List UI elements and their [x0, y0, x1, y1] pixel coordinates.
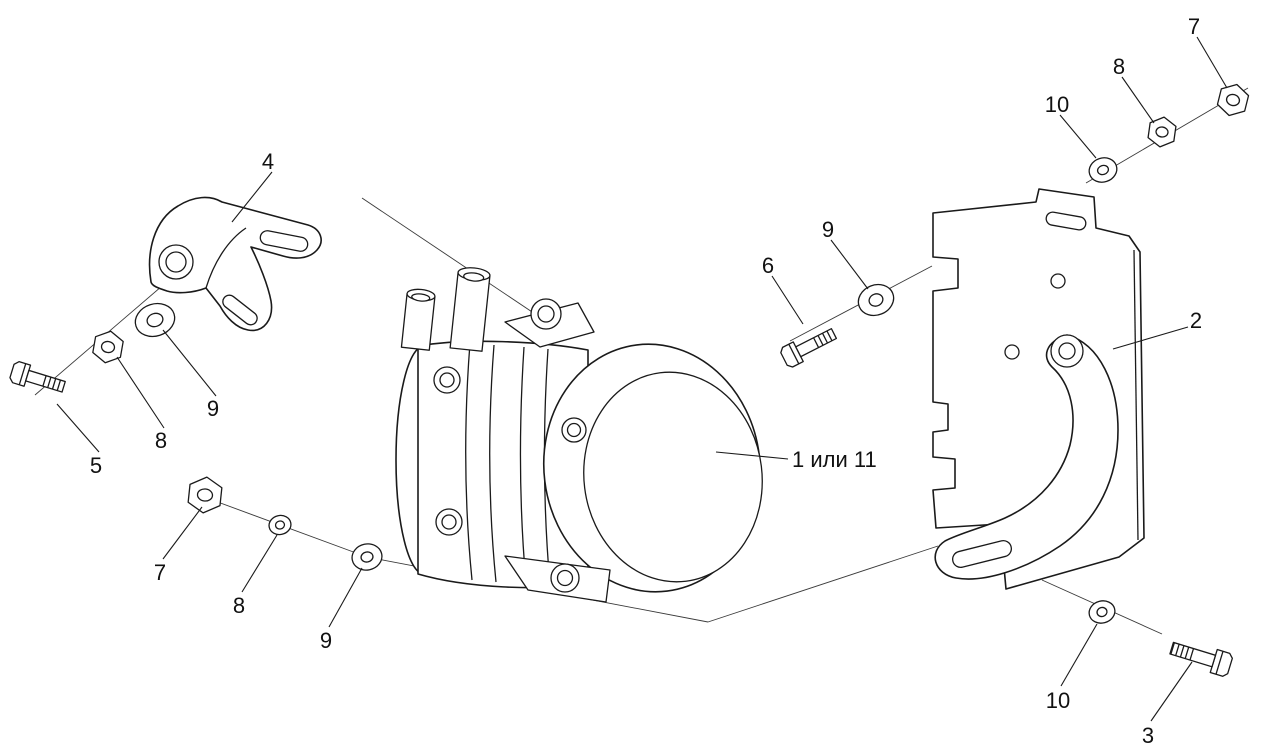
callout-9-left: 9	[207, 396, 219, 421]
bracket-2-arm-slot	[952, 540, 1012, 568]
compressor-port-large	[449, 267, 491, 352]
callout-2: 2	[1190, 308, 1202, 333]
part-nut-7-topright	[1216, 83, 1250, 117]
callout-1-or-11: 1 или 11	[792, 447, 877, 472]
part-washer-9-lower	[351, 543, 383, 571]
part-washer-9-right	[857, 283, 895, 317]
bracket-2-hole-b	[1004, 344, 1020, 360]
callout-6: 6	[762, 253, 774, 278]
compressor-port-small	[400, 288, 436, 351]
callout-10-bottom: 10	[1046, 688, 1070, 713]
callout-9-right: 9	[822, 217, 834, 242]
bracket-4-slot-lower	[222, 294, 258, 326]
part-nut-8-left	[92, 330, 124, 364]
compressor-clutch-face	[583, 371, 763, 583]
bracket-2-boss-hole	[1058, 342, 1076, 360]
part-bolt-6	[780, 328, 838, 368]
callout-10-top: 10	[1045, 92, 1069, 117]
bracket-2-slot-top	[1045, 211, 1087, 231]
part-washer-10-bottom	[1088, 600, 1116, 624]
part-washer-10-top	[1088, 157, 1118, 183]
bracket-2-curved-arm	[934, 334, 1119, 580]
part-nut-7-left	[187, 476, 223, 514]
part-bracket-2	[932, 188, 1145, 590]
callout-8-topright: 8	[1113, 54, 1125, 79]
part-nut-8-topright	[1147, 116, 1177, 148]
callout-8-lower: 8	[233, 593, 245, 618]
callout-labels: 4 5 8 9 7 8 9 1 или 11 6 9 10 8 7 2 10 3	[90, 14, 1202, 748]
part-compressor-1-11	[395, 267, 763, 603]
callout-3: 3	[1142, 723, 1154, 748]
bracket-4-hole	[165, 251, 187, 273]
callout-7-left: 7	[154, 560, 166, 585]
callout-5: 5	[90, 453, 102, 478]
part-washer-8-lower	[268, 514, 292, 536]
callout-8-left: 8	[155, 428, 167, 453]
callout-7-topright: 7	[1188, 14, 1200, 39]
part-bolt-5	[9, 361, 66, 393]
bracket-4-slot-upper	[259, 230, 309, 252]
bracket-2-hole-a	[1050, 273, 1066, 289]
part-bolt-3	[1169, 641, 1233, 677]
callout-9-lower: 9	[320, 628, 332, 653]
callout-4: 4	[262, 149, 274, 174]
part-bracket-4	[148, 196, 322, 332]
leader-lines	[56, 36, 1228, 722]
part-washer-9-left	[134, 302, 176, 338]
